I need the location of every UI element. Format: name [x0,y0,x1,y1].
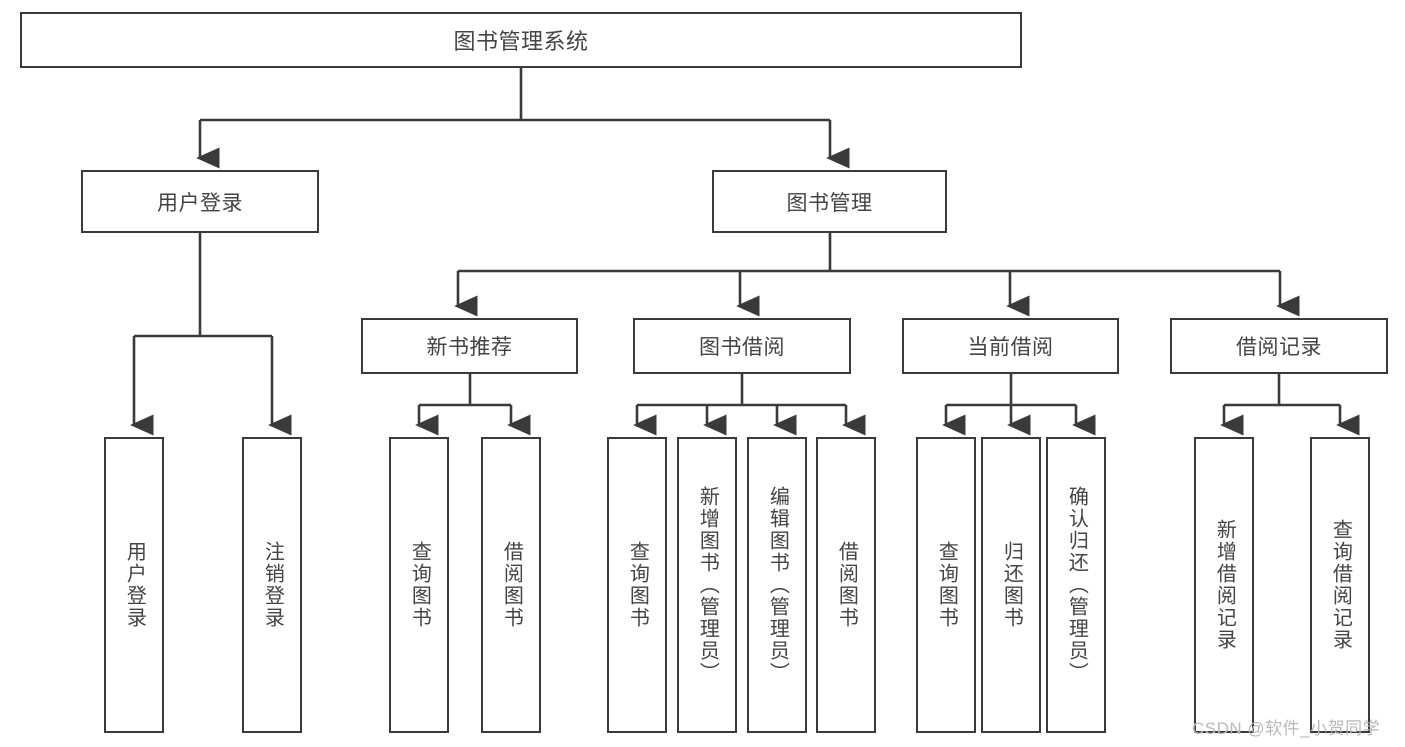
node-label: 借阅图书 [500,541,523,629]
node-book-borrow[interactable]: 图书借阅 [633,318,851,374]
node-label: 归还图书 [1000,541,1023,629]
watermark: CSDN @软件_小贺同学 [1192,719,1381,738]
leaf-book-borrow-query-book[interactable]: 查询图书 [607,437,667,733]
leaf-borrow-record-add-record[interactable]: 新增借阅记录 [1194,437,1254,733]
node-current-borrow[interactable]: 当前借阅 [902,318,1119,374]
node-label: 借阅图书 [835,541,858,629]
leaf-user-login-login[interactable]: 用户登录 [104,437,164,733]
node-book-management[interactable]: 图书管理 [712,170,947,233]
node-label: 借阅记录 [1236,336,1322,359]
node-label: 查询图书 [935,541,958,629]
node-label: 用户登录 [123,541,146,629]
node-label: 编辑图书（管理员） [766,486,789,684]
node-root-book-management-system[interactable]: 图书管理系统 [20,12,1022,68]
node-label: 图书管理 [786,191,873,215]
node-label: 确认归还（管理员） [1065,486,1088,684]
node-label: 新增借阅记录 [1213,519,1236,651]
leaf-borrow-record-query-record[interactable]: 查询借阅记录 [1310,437,1370,733]
node-label: 查询图书 [626,541,649,629]
leaf-book-borrow-borrow-book[interactable]: 借阅图书 [816,437,876,733]
node-user-login[interactable]: 用户登录 [81,170,319,233]
leaf-user-login-logout[interactable]: 注销登录 [242,437,302,733]
node-label: 新书推荐 [426,336,513,359]
leaf-current-borrow-query-book[interactable]: 查询图书 [916,437,976,733]
leaf-book-borrow-add-book-admin[interactable]: 新增图书（管理员） [677,437,737,733]
node-label: 图书管理系统 [453,29,589,54]
node-label: 用户登录 [157,191,243,215]
leaf-new-book-borrow-book[interactable]: 借阅图书 [481,437,541,733]
leaf-book-borrow-edit-book-admin[interactable]: 编辑图书（管理员） [747,437,807,733]
node-label: 查询借阅记录 [1329,519,1352,651]
node-new-book-recommend[interactable]: 新书推荐 [361,318,578,374]
leaf-current-borrow-return-book[interactable]: 归还图书 [981,437,1041,733]
node-label: 图书借阅 [699,336,785,359]
leaf-new-book-query-book[interactable]: 查询图书 [389,437,449,733]
node-label: 当前借阅 [967,336,1054,359]
node-label: 新增图书（管理员） [696,486,719,684]
node-label: 注销登录 [261,541,284,629]
node-borrow-record[interactable]: 借阅记录 [1170,318,1388,374]
node-label: 查询图书 [408,541,431,629]
leaf-current-borrow-confirm-return-admin[interactable]: 确认归还（管理员） [1046,437,1106,733]
